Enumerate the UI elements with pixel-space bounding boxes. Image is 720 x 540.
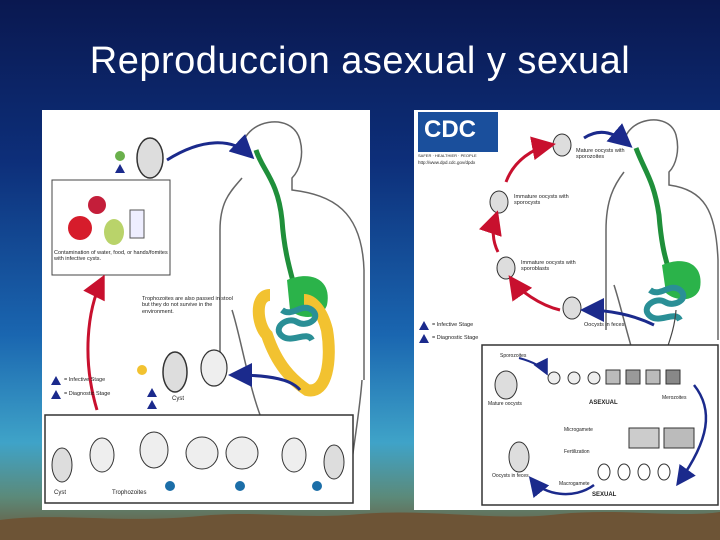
infective-stage-icon: [115, 164, 125, 173]
mature-oocyst: [552, 133, 572, 157]
inset-mature-oocysts-label: Mature oocysts: [488, 401, 522, 407]
large-intestine: [252, 289, 335, 397]
inset-microgamete-label: Microgamete: [564, 427, 593, 433]
immature-oocyst-sporoblasts: [496, 256, 516, 280]
arrow-inset-right: [676, 384, 708, 487]
legend-diagnostic-icon: [51, 390, 61, 399]
contamination-text: Contamination of water, food, or hands/f…: [54, 250, 168, 263]
esophagus: [633, 147, 672, 271]
step-2-badge: [115, 151, 125, 161]
inset-step-5: [312, 481, 322, 491]
esophagus: [253, 149, 297, 286]
cyst-label: Cyst: [172, 396, 184, 402]
inset-troph-5: [281, 437, 307, 473]
trophozoite-bottom: [200, 349, 228, 387]
trophozoites-text: Trophozoites are also passed in stool bu…: [142, 296, 233, 315]
inset-step-4: [235, 481, 245, 491]
sexual-stage-cells: [597, 427, 695, 481]
diagnostic-stage-icon-b: [147, 400, 157, 409]
legend-diagnostic-text: = Diagnostic Stage: [432, 335, 479, 341]
legend-infective-text: = Infective Stage: [64, 377, 106, 383]
intestine: [643, 284, 687, 322]
inset-sexual-label: SEXUAL: [592, 492, 617, 498]
inset-cyst-1: [51, 447, 73, 483]
cdc-logo-text: CDC: [424, 116, 476, 143]
arrow-cyst-to-mouth: [166, 133, 255, 162]
inset-cyst-2: [323, 444, 345, 480]
oocyst-feces: [562, 296, 582, 320]
small-intestine: [275, 304, 319, 342]
inset-box: [481, 344, 719, 506]
arrow-stool-to-cysts: [228, 363, 302, 392]
slide-title: Reproduccion asexual y sexual: [89, 40, 631, 82]
arrow-mature-to-mouth: [583, 123, 633, 148]
inset-troph-1: [89, 437, 115, 473]
legend-infective-icon: [419, 321, 429, 330]
immature-oocyst-sporocysts: [489, 190, 509, 214]
human-body-outline: [219, 121, 365, 501]
water-glass-icon: [129, 209, 145, 239]
cdc-logo-url: http://www.dpd.cdc.gov/dpdx: [418, 160, 476, 165]
cdc-logo-bg: [418, 112, 498, 152]
pear-icon: [104, 219, 124, 245]
cdc-logo-subtitle: SAFER · HEALTHIER · PEOPLE: [418, 153, 477, 158]
strawberry-icon: [88, 196, 106, 214]
legend-infective-text: = Infective Stage: [432, 322, 474, 328]
oocysts-feces-label: Oocysts in feces: [584, 322, 625, 328]
inset-troph-2: [139, 431, 169, 469]
left-lifecycle-drawing: [44, 121, 365, 504]
inset-merozoites-label: Merozoites: [662, 395, 687, 401]
inset-sporozoites-label: Sporozoites: [500, 353, 527, 359]
mature-oocysts-label: Mature oocysts with sporozoites: [576, 148, 625, 161]
arrow-sporocysts-to-mature: [504, 136, 556, 183]
step-5-badge: [137, 365, 147, 375]
immature-sporoblasts-label: Immature oocysts with sporoblasts: [521, 260, 576, 273]
inset-cyst-label: Cyst: [54, 490, 66, 496]
inset-trophozoites-label: Trophozoites: [112, 490, 147, 496]
inset-troph-3: [185, 436, 219, 470]
asexual-stage-cells: [547, 369, 681, 385]
arrow-inset-sexual: [528, 476, 595, 498]
inset-oocysts-feces-label: Oocysts in feces: [492, 473, 529, 479]
legend-diagnostic-icon: [419, 334, 429, 343]
right-lifecycle-diagram: CDC SAFER · HEALTHIER · PEOPLE http://ww…: [414, 110, 720, 510]
inset-fertilization-label: Fertilization: [564, 449, 590, 455]
arrow-inset-top: [518, 357, 548, 376]
ground-silhouette: [0, 512, 720, 540]
inset-oocyst-feces: [508, 441, 530, 473]
inset-asexual-label: ASEXUAL: [589, 400, 618, 406]
right-lifecycle-drawing: [418, 112, 719, 506]
inset-macrogamete-label: Macrogamete: [559, 481, 590, 487]
arrow-body-to-feces: [580, 298, 655, 327]
cyst-bottom: [162, 351, 188, 393]
arrow-sporoblasts-to-sporocysts: [478, 210, 502, 253]
inset-mature-oocyst: [494, 370, 518, 400]
left-lifecycle-diagram: Contamination of water, food, or hands/f…: [42, 110, 370, 510]
arrow-feces-to-sporoblasts: [508, 275, 561, 312]
apple-icon: [68, 216, 92, 240]
diagnostic-stage-icon-a: [147, 388, 157, 397]
legend-infective-icon: [51, 376, 61, 385]
immature-sporocysts-label: Immature oocysts with sporocysts: [514, 194, 569, 207]
inset-step-3: [165, 481, 175, 491]
cyst-top: [136, 137, 164, 179]
arrow-contamination-to-cyst: [83, 274, 105, 411]
inset-troph-4: [225, 436, 259, 470]
legend-diagnostic-text: = Diagnostic Stage: [64, 391, 111, 397]
